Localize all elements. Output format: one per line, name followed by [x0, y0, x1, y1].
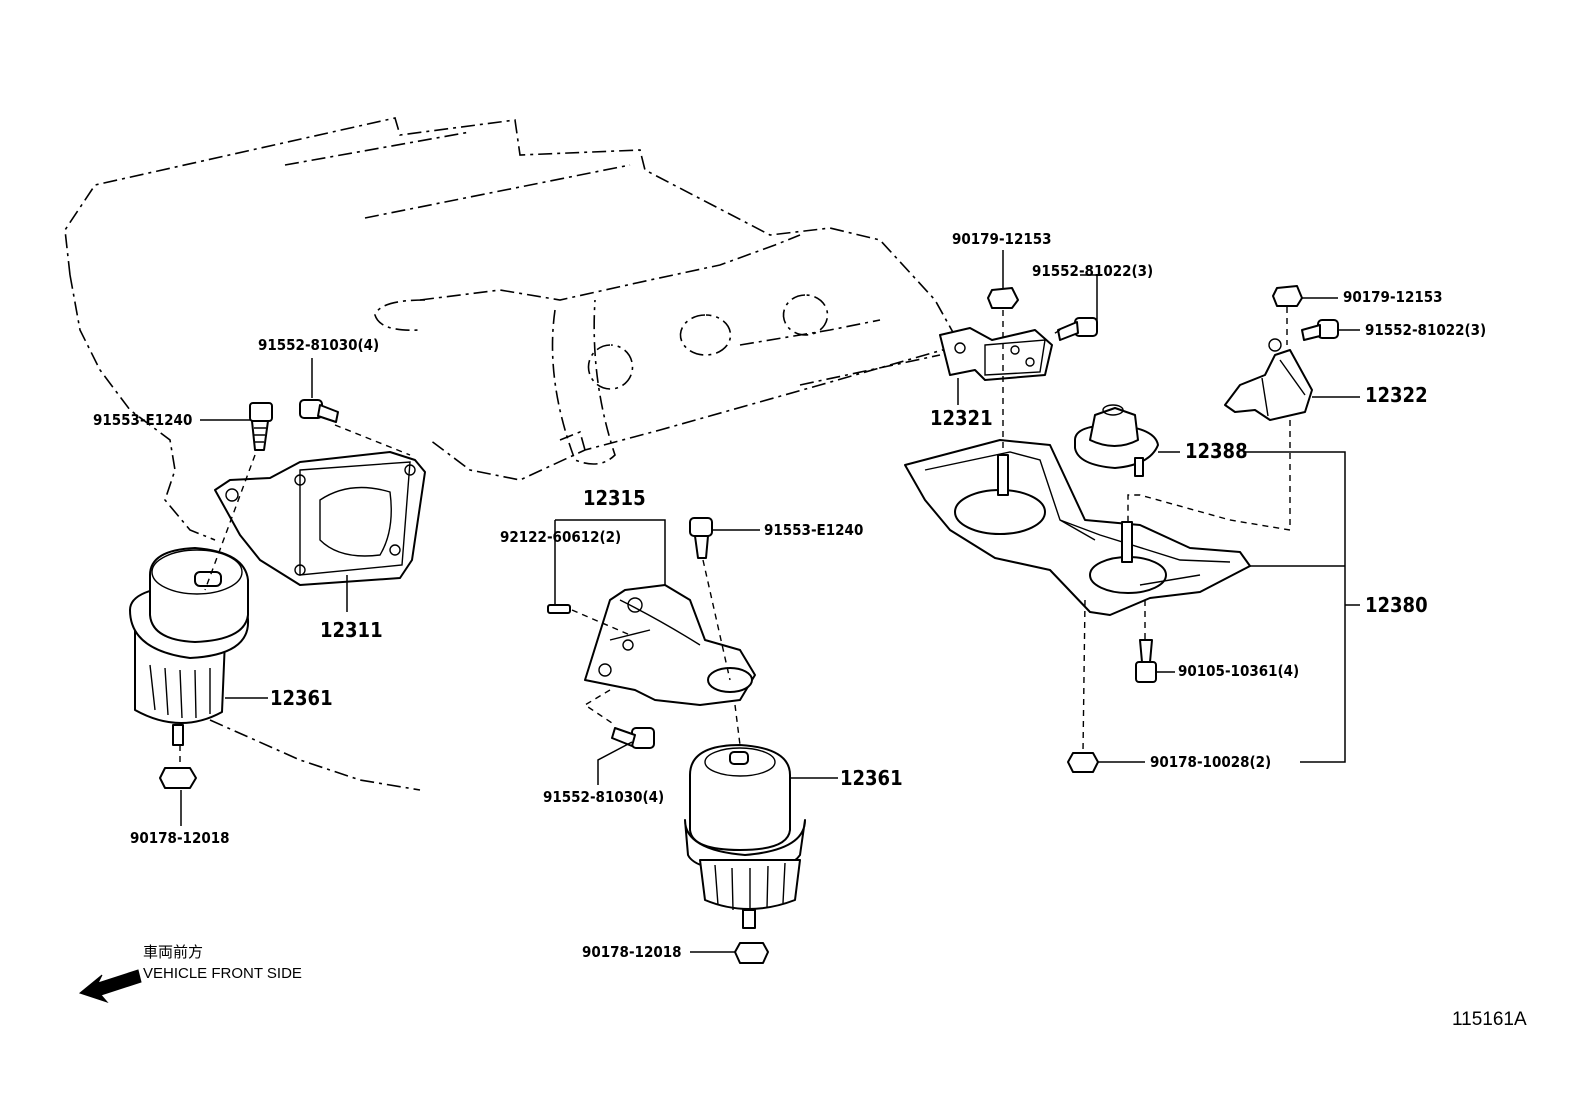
- figure-id: 115161A: [1452, 1009, 1527, 1030]
- stud-92122: [547, 604, 571, 614]
- nut-90178-right: [1067, 752, 1099, 773]
- label-12322: 12322: [1365, 383, 1428, 407]
- bolt-91552-left: [299, 399, 339, 423]
- bolt-91552-right-a: [1057, 317, 1098, 341]
- part-labels: 91553-E1240 91552-81030(4) 12311 12361 9…: [93, 230, 1486, 961]
- stopper-12388: [1074, 404, 1159, 477]
- label-12380: 12380: [1365, 593, 1428, 617]
- arrow-left-icon: [78, 969, 142, 1004]
- crossmember-12380: [904, 439, 1251, 616]
- label-90178-10028: 90178-10028(2): [1150, 753, 1271, 771]
- bracket-12321: [939, 327, 1053, 381]
- bolt-91552-right-b: [1301, 319, 1339, 341]
- direction-label-jp: 車両前方: [143, 944, 203, 961]
- mount-insulator-left: [129, 547, 250, 746]
- label-91552-81030-center: 91552-81030(4): [543, 788, 664, 806]
- vehicle-front-indicator: 車両前方 VEHICLE FRONT SIDE: [78, 944, 302, 1004]
- label-12321: 12321: [930, 406, 993, 430]
- label-90178-12018-left: 90178-12018: [130, 829, 230, 847]
- bracket-12322: [1224, 338, 1313, 421]
- bracket-12311: [214, 451, 426, 586]
- label-12361-center: 12361: [840, 766, 903, 790]
- bolt-91553-center: [689, 517, 713, 559]
- label-91552-81022-b: 91552-81022(3): [1365, 321, 1486, 339]
- bolt-90105: [1135, 639, 1157, 683]
- label-91553-e1240-center: 91553-E1240: [764, 521, 863, 539]
- label-12388: 12388: [1185, 439, 1248, 463]
- label-90179-12153-left: 90179-12153: [952, 230, 1052, 248]
- label-12361-left: 12361: [270, 686, 333, 710]
- label-90105-10361: 90105-10361(4): [1178, 662, 1299, 680]
- label-91552-81030-left: 91552-81030(4): [258, 336, 379, 354]
- nut-90179-left: [987, 287, 1019, 309]
- label-92122-60612: 92122-60612(2): [500, 528, 621, 546]
- bolt-91552-center: [611, 727, 655, 749]
- mount-insulator-center: [684, 744, 806, 929]
- direction-label-en: VEHICLE FRONT SIDE: [143, 965, 302, 982]
- leader-lines: [180, 250, 1360, 953]
- label-91552-81022-a: 91552-81022(3): [1032, 262, 1153, 280]
- nut-90179-right: [1272, 285, 1303, 307]
- label-12311: 12311: [320, 618, 383, 642]
- label-91553-e1240-left: 91553-E1240: [93, 411, 192, 429]
- nut-90178-center: [734, 942, 769, 964]
- label-90178-12018-center: 90178-12018: [582, 943, 682, 961]
- label-12315: 12315: [583, 486, 646, 510]
- nut-90178-left: [159, 767, 197, 789]
- bracket-12315: [584, 584, 756, 706]
- label-90179-12153-right: 90179-12153: [1343, 288, 1443, 306]
- engine-outline: [64, 117, 962, 791]
- bolt-91553-left: [249, 402, 273, 451]
